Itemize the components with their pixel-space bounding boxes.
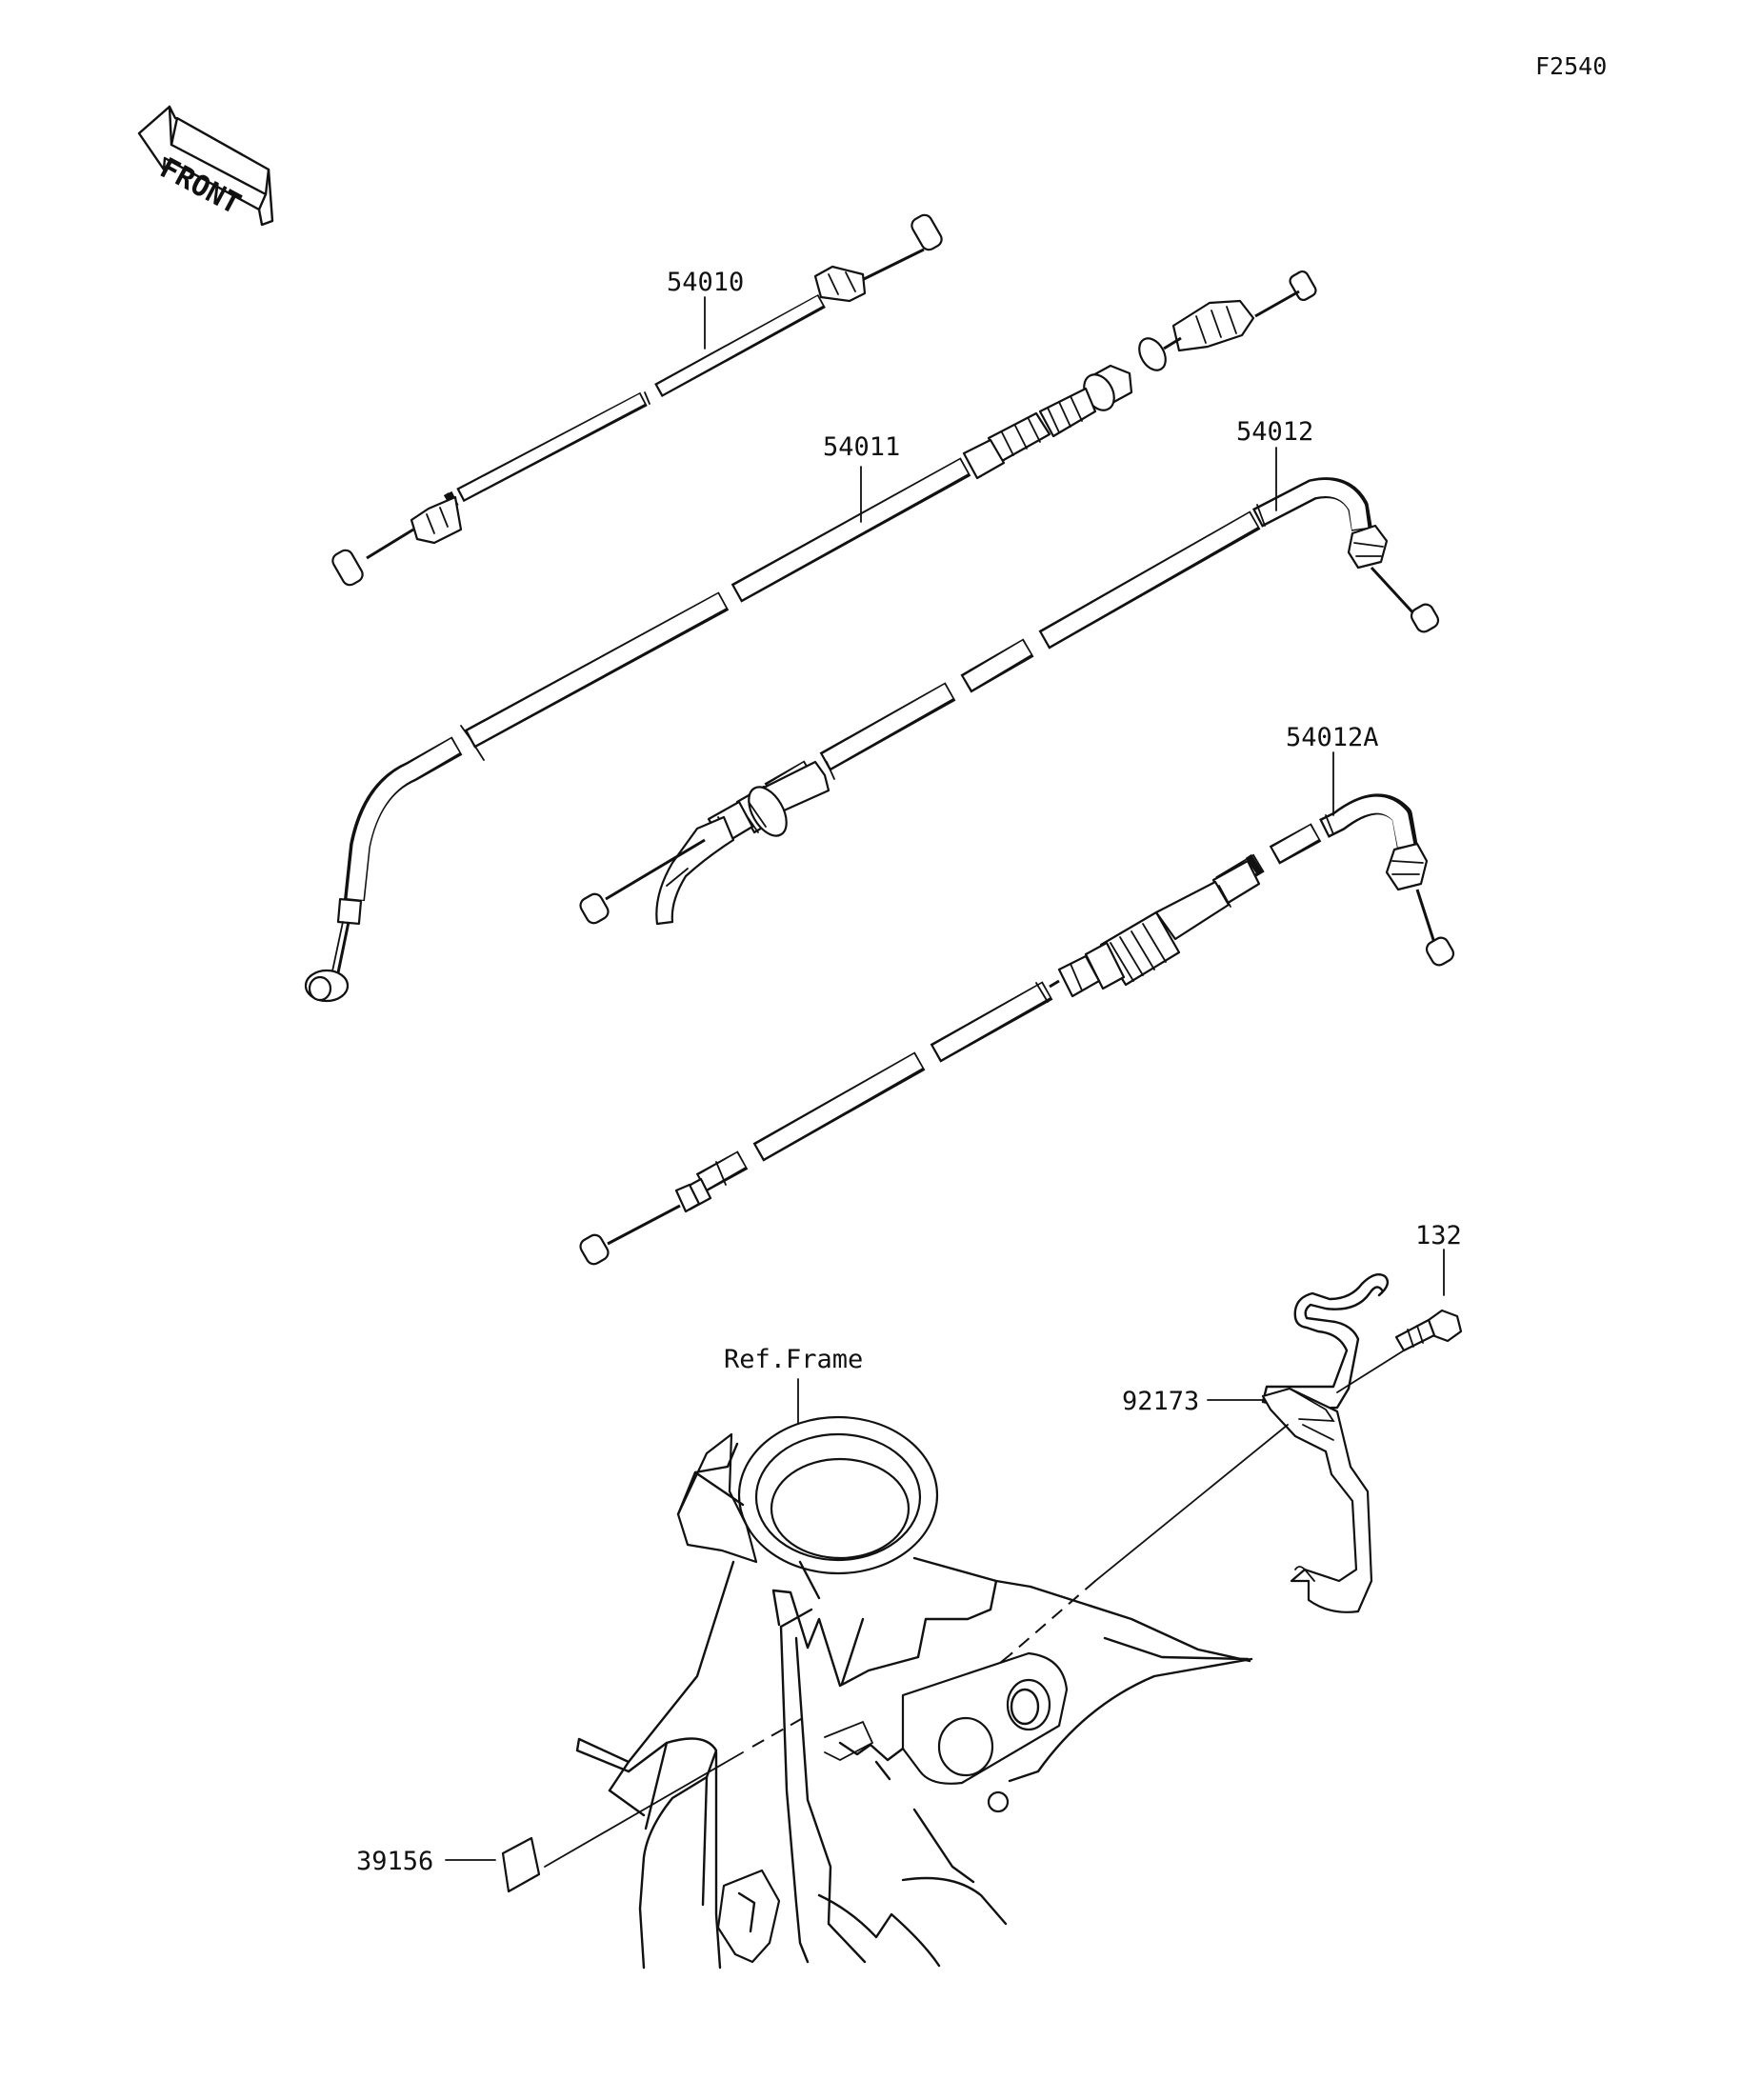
ref-frame: [575, 1415, 1253, 1970]
cable-54011: [304, 270, 1317, 1003]
label-39156: [501, 1836, 541, 1893]
cable-54012: [579, 477, 1440, 926]
figure-code: F2540: [1535, 52, 1607, 80]
callout-54010: 54010: [667, 268, 744, 297]
callout-39156: 39156: [356, 1847, 433, 1876]
callout-92173: 92173: [1122, 1387, 1199, 1416]
guide-lines: [544, 1350, 1405, 1868]
leader-lines: [445, 296, 1445, 1861]
front-arrow-icon: FRONT: [137, 105, 274, 227]
bracket-92173: [1261, 1273, 1390, 1613]
callout-54011: 54011: [823, 432, 900, 462]
cable-54010: [331, 213, 943, 587]
front-arrow-label: FRONT: [154, 151, 246, 221]
callout-ref-frame: Ref.Frame: [724, 1345, 863, 1374]
cable-54012a: [579, 793, 1455, 1266]
bolt-132: [1394, 1309, 1463, 1352]
callout-54012a: 54012A: [1286, 723, 1379, 752]
callout-132: 132: [1415, 1221, 1462, 1250]
callout-54012: 54012: [1236, 417, 1313, 447]
callout-labels: 54010 54011 54012 54012A 132 Ref.Frame 9…: [356, 268, 1462, 1876]
